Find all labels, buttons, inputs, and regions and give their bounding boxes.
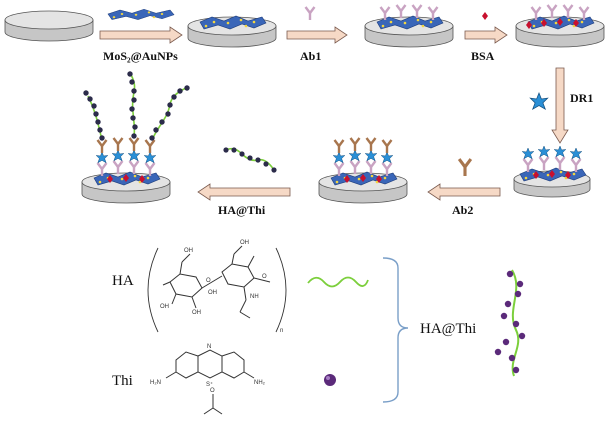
label-ab2: Ab2	[452, 203, 473, 217]
ab2-electrode	[318, 136, 408, 204]
ha-group-o1: O	[206, 278, 211, 284]
ab1-symbol	[304, 5, 316, 22]
label-mos2: MoS₂@AuNPs	[103, 49, 178, 63]
ha-thi-complex-symbol	[494, 269, 526, 377]
arrow-step-ha-thi	[197, 183, 291, 201]
legend-bracket	[382, 257, 409, 403]
legend-ha-label: HA	[112, 273, 134, 289]
thi-group-h2n: H₂N	[150, 380, 161, 386]
thi-group-nh2: NH₂	[254, 380, 266, 386]
ha-wavy-symbol	[307, 276, 369, 288]
label-dr1: DR1	[570, 91, 593, 105]
final-electrode	[81, 136, 171, 204]
thi-group-acetate-o: O	[210, 388, 215, 394]
arrow-step-mos2	[99, 26, 183, 44]
ha-chemical-structure: OH OH OH OH OH O O NH n	[147, 240, 287, 334]
bare-electrode	[4, 10, 94, 42]
thi-sphere-symbol	[324, 374, 336, 386]
dr1-electrode	[513, 145, 591, 198]
arrow-step-ab1	[286, 26, 348, 44]
ha-group-oh3: OH	[160, 304, 169, 310]
thi-chemical-structure: H₂N NH₂ N S⁺ O	[150, 344, 266, 415]
ab1-electrode	[364, 3, 454, 48]
ab2-symbol	[457, 157, 473, 178]
ha-thi-chain-above-arrow	[223, 147, 277, 173]
ha-group-oh1: OH	[184, 248, 193, 254]
ha-group-oh4: OH	[192, 310, 201, 316]
ha-group-oh5: OH	[208, 290, 217, 296]
arrow-step-bsa	[464, 26, 508, 44]
ha-thi-chains-on-electrode	[83, 71, 190, 141]
legend-thi-label: Thi	[112, 373, 133, 389]
bsa-electrode	[515, 3, 605, 48]
thi-group-n: N	[207, 344, 211, 350]
ha-group-nh: NH	[250, 294, 259, 300]
arrow-step-dr1	[551, 67, 569, 144]
ha-subscript-n: n	[280, 328, 283, 334]
ha-group-oh2: OH	[240, 240, 249, 246]
arrow-step-ab2	[427, 183, 501, 201]
mos2-sheets-above-arrow	[107, 8, 175, 21]
legend-ha-thi-label: HA@Thi	[420, 321, 476, 337]
mos2-electrode	[187, 15, 277, 48]
label-ha-thi-step: HA@Thi	[218, 203, 266, 217]
label-bsa: BSA	[471, 49, 495, 63]
thi-group-s: S⁺	[206, 381, 213, 388]
bsa-symbol	[482, 12, 488, 20]
label-ab1: Ab1	[300, 49, 321, 63]
ha-group-o2: O	[262, 274, 267, 280]
dr1-symbol	[529, 92, 549, 110]
